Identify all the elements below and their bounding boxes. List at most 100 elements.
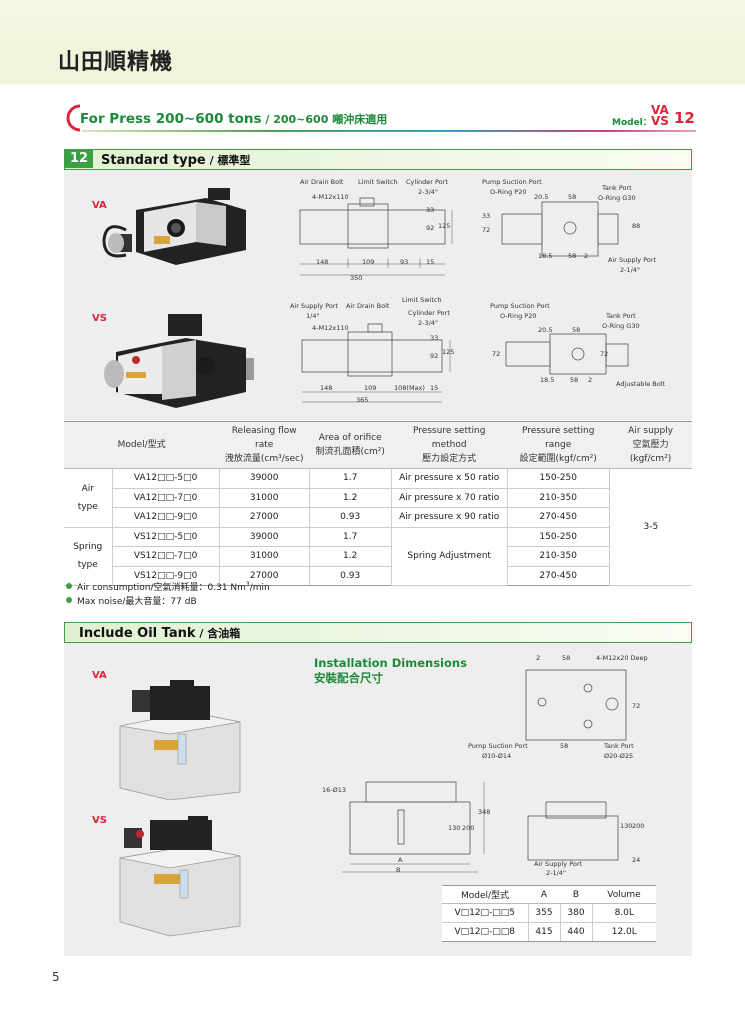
vs-label-tank: VS (92, 815, 107, 826)
section-number: 12 (65, 150, 93, 168)
header-range-zh: 設定範圍(kgf/cm²) (519, 454, 597, 464)
table-row: VA12□□-7□0 31000 1.2 Air pressure x 70 r… (64, 488, 692, 508)
label-tank-oring-vs: O-Ring G30 (602, 322, 640, 330)
header-flow-zh: 洩放流量(cm³/sec) (224, 454, 304, 464)
vol-row-volume: 12.0L (592, 922, 656, 942)
installation-outline (525, 669, 627, 741)
volume-table: Model/型式 A B Volume V□12□-□□5 355 380 8.… (442, 885, 656, 942)
va-side-drawing: Air Drain Bolt 4-M12x110 Limit Switch Cy… (290, 178, 460, 284)
section-title-zh: / 標準型 (205, 154, 251, 167)
dim-58-vs: 58 (572, 326, 581, 334)
dim-20-5-vs: 20.5 (538, 326, 553, 334)
dim-2: 2 (584, 252, 589, 260)
row-orifice: 1.7 (309, 527, 392, 547)
row-range: 270-450 (507, 507, 610, 528)
vol-row-b: 380 (560, 903, 593, 923)
row-model: VA12□□-7□0 (112, 488, 220, 508)
air-type-cell: Air type (64, 468, 113, 528)
vs-end-outline (505, 333, 629, 375)
va-label-tank: VA (92, 670, 107, 681)
model-vs: VS (651, 114, 669, 128)
spring-type-label-1: Spring (73, 542, 103, 553)
brand-name: 山田順精機 (58, 50, 174, 75)
header-orifice-zh: 制流孔面積(cm²) (315, 447, 385, 457)
header-range-en: Pressure setting range (521, 426, 595, 450)
model-label: Model： (612, 118, 652, 128)
table-row: VS12□□-9□0 27000 0.93 270-450 (64, 566, 692, 586)
va-label: VA (92, 200, 107, 211)
vol-row-a: 415 (528, 922, 561, 942)
row-range: 150-250 (507, 468, 610, 489)
note-consumption-suffix: /min (249, 583, 270, 593)
vol-row-volume: 8.0L (592, 903, 656, 923)
arc-icon (66, 104, 81, 132)
row-orifice: 1.2 (309, 546, 392, 567)
row-method: Air pressure x 90 ratio (391, 507, 508, 528)
label-tank-size-inst: Ø20-Ø25 (604, 752, 634, 760)
label-pump-suction-port-vs: Pump Suction Port (490, 302, 550, 310)
dim-2-inst: 2 (536, 654, 541, 662)
label-air-drain-bolt-vs: Air Drain Bolt (346, 302, 390, 310)
standard-type-header: 12 Standard type / 標準型 (64, 149, 692, 170)
row-method: Air pressure x 70 ratio (391, 488, 508, 508)
dim-33: 33 (426, 206, 435, 214)
label-tank-port-inst: Tank Port (604, 742, 634, 750)
table-row: VA12□□-9□0 27000 0.93 Air pressure x 90 … (64, 507, 692, 528)
row-model: VS12□□-9□0 (112, 566, 220, 586)
label-16-holes: 16-Ø13 (322, 786, 347, 794)
dim-130: 130 (448, 824, 461, 832)
label-air-supply-size-tank: 2-1/4" (546, 869, 566, 877)
dim-a: A (398, 856, 403, 864)
label-pump-suction-port: Pump Suction Port (482, 178, 542, 186)
note-air-consumption: Air consumption/空氣消耗量：0.31 Nm3/min (66, 578, 270, 595)
table-row: VS12□□-7□0 31000 1.2 210-350 (64, 546, 692, 567)
model-number: 12 (674, 109, 695, 127)
va-end-drawing: Pump Suction Port O-Ring P20 Tank Port O… (476, 178, 656, 278)
label-pump-size-inst: Ø10-Ø14 (482, 752, 512, 760)
section-title-en: Standard type (101, 153, 206, 168)
dim-365: 365 (356, 396, 369, 404)
vs-tank-image (119, 816, 241, 937)
label-air-supply-port: Air Supply Port (608, 256, 657, 264)
label-tank-port: Tank Port (602, 184, 632, 192)
label-air-supply-tank: Air Supply Port (534, 860, 583, 868)
row-flow: 31000 (219, 546, 310, 567)
dim-18-5: 18.5 (538, 252, 553, 260)
bullet-icon (66, 583, 72, 589)
row-orifice: 1.7 (309, 468, 392, 489)
vs-label: VS (92, 313, 107, 324)
air-type-label-2: type (77, 501, 98, 512)
dim-58-inst: 58 (562, 654, 571, 662)
table-row: V□12□-□□8 415 440 12.0L (442, 922, 656, 942)
dim-15-vs: 15 (430, 384, 439, 392)
dim-72-inst: 72 (632, 702, 641, 710)
volume-table-header: Model/型式 A B Volume (442, 885, 656, 904)
press-title-zh: / 200~600 噸沖床適用 (261, 113, 388, 126)
row-orifice: 0.93 (309, 566, 392, 586)
label-air-supply-size: 2-1/4" (620, 266, 640, 274)
row-range: 270-450 (507, 566, 610, 586)
dim-125: 125 (438, 222, 451, 230)
row-model: VS12□□-7□0 (112, 546, 220, 567)
row-method: Air pressure x 50 ratio (391, 468, 508, 489)
row-flow: 27000 (219, 507, 310, 528)
row-model: VA12□□-5□0 (112, 468, 220, 489)
header-range: Pressure setting range 設定範圍(kgf/cm²) (507, 421, 610, 469)
row-flow: 39000 (219, 468, 310, 489)
dim-130-side: 130 (620, 822, 633, 830)
label-air-drain-bolt: Air Drain Bolt (300, 178, 344, 186)
note-consumption-sup: 3 (245, 581, 250, 588)
tank-front-outline (342, 781, 485, 873)
dim-15: 15 (426, 258, 435, 266)
row-orifice: 0.93 (309, 507, 392, 528)
dim-148-vs: 148 (320, 384, 333, 392)
dim-58-b: 58 (568, 252, 577, 260)
air-supply-cell: 3-5 (609, 468, 692, 586)
dim-58-inst-b: 58 (560, 742, 569, 750)
press-title: For Press 200~600 tons / 200~600 噸沖床適用 (80, 111, 387, 127)
vs-product-image (104, 314, 254, 408)
air-type-label-1: Air (81, 483, 94, 494)
vs-end-drawing: Pump Suction Port O-Ring P20 Tank Port O… (484, 300, 665, 396)
